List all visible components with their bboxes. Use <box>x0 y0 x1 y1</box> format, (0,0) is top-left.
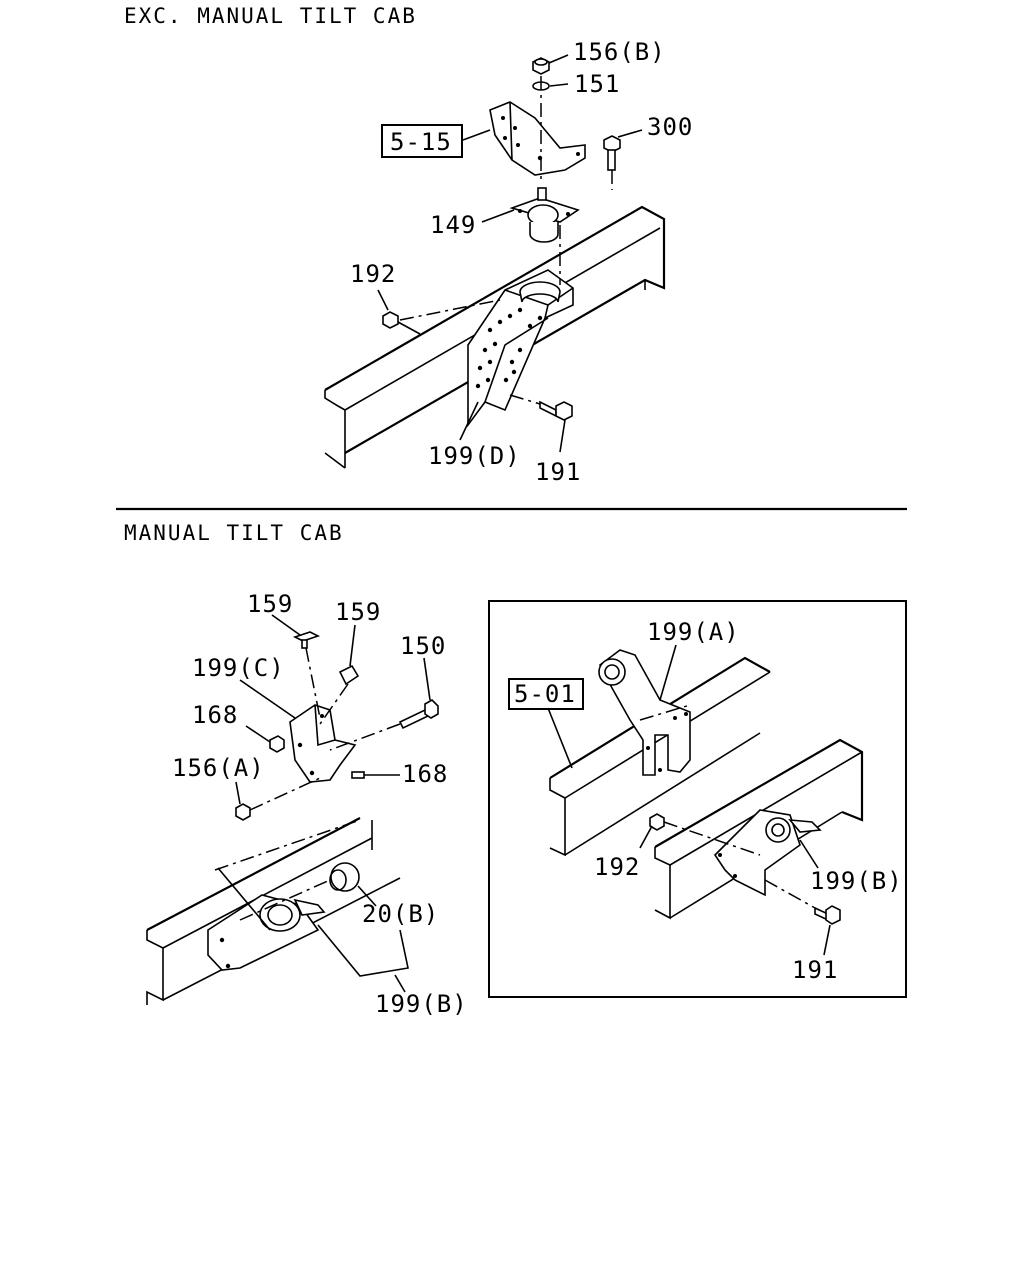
clip-159b-icon <box>338 664 360 686</box>
inset-bolt-191-icon <box>814 905 841 925</box>
callout-159a: 159 <box>247 590 293 618</box>
section-title-exc-manual-tilt-cab: EXC. MANUAL TILT CAB <box>124 4 417 28</box>
bolt-191-icon <box>539 400 573 421</box>
upper-bracket <box>489 101 586 176</box>
frame-rail-bottom-left <box>146 817 401 1005</box>
callout-150: 150 <box>400 632 446 660</box>
bolt-300-icon <box>603 135 621 171</box>
ref-5-01[interactable]: 5-01 <box>514 680 576 708</box>
callout-191-inset: 191 <box>792 956 838 984</box>
callout-156a: 156(A) <box>172 754 265 782</box>
bracket-199c <box>289 704 357 783</box>
clip-159-icon <box>292 631 321 649</box>
callout-199c: 199(C) <box>192 654 285 682</box>
callout-199d: 199(D) <box>428 442 521 470</box>
bracket-199d <box>467 269 574 428</box>
ref-5-15[interactable]: 5-15 <box>390 128 452 156</box>
callout-199a: 199(A) <box>647 618 740 646</box>
callout-159b: 159 <box>335 598 381 626</box>
nut-156a-icon <box>235 803 251 821</box>
callout-192-inset: 192 <box>594 853 640 881</box>
callout-199b-bottom-left: 199(B) <box>375 990 468 1018</box>
bracket-199b-inset <box>713 809 822 897</box>
rubber-mount-149 <box>509 187 580 243</box>
callout-149: 149 <box>430 211 476 239</box>
callout-168b: 168 <box>402 760 448 788</box>
bracket-199a <box>598 649 691 776</box>
bolt-150-icon <box>398 699 439 730</box>
pin-168b-icon <box>351 771 365 779</box>
nut-192-icon <box>382 311 399 329</box>
bracket-199b-bottom-left <box>207 894 326 971</box>
callout-168a: 168 <box>192 701 238 729</box>
callout-192-top: 192 <box>350 260 396 288</box>
bush-20b-icon <box>329 862 360 892</box>
nut-156b-icon <box>532 57 550 75</box>
callout-191-top: 191 <box>535 458 581 486</box>
callout-199b-inset: 199(B) <box>810 867 903 895</box>
callout-151: 151 <box>574 70 620 98</box>
callout-20b: 20(B) <box>362 900 439 928</box>
callout-300: 300 <box>647 113 693 141</box>
ref-box-5-15[interactable] <box>381 124 463 158</box>
section-title-manual-tilt-cab: MANUAL TILT CAB <box>124 521 344 545</box>
ref-box-5-01[interactable] <box>508 678 584 710</box>
inset-nut-192-icon <box>649 813 665 831</box>
inset-frame <box>488 600 907 998</box>
callout-156b: 156(B) <box>573 38 666 66</box>
pin-168-icon <box>269 735 285 753</box>
